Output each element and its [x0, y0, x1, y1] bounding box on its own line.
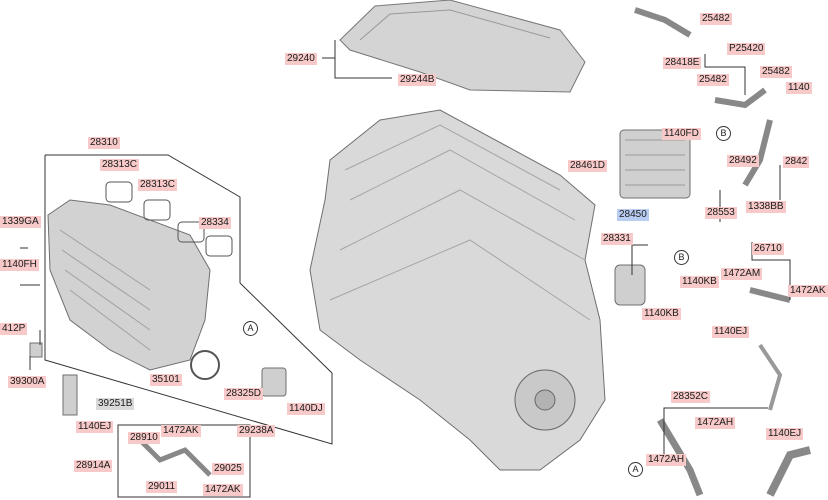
part-label-28450[interactable]: 28450: [617, 209, 649, 221]
part-label-1472AH[interactable]: 1472AH: [646, 454, 687, 466]
part-label-25482[interactable]: 25482: [700, 13, 732, 25]
part-label-1472AK[interactable]: 1472AK: [161, 425, 201, 437]
part-label-1339GA[interactable]: 1339GA: [0, 216, 41, 228]
part-label-29238A[interactable]: 29238A: [237, 425, 276, 437]
egr-cooler: [619, 129, 691, 199]
part-label-28492[interactable]: 28492: [727, 155, 759, 167]
part-label-2842[interactable]: 2842: [783, 156, 810, 168]
part-label-1140[interactable]: 1140: [786, 82, 812, 94]
part-label-28418E[interactable]: 28418E: [663, 57, 702, 69]
part-label-29244B[interactable]: 29244B: [398, 74, 437, 86]
part-label-1140EJ[interactable]: 1140EJ: [766, 428, 804, 440]
part-label-1140KB[interactable]: 1140KB: [680, 276, 719, 288]
callout-a: A: [628, 462, 643, 477]
part-label-29011[interactable]: 29011: [146, 481, 178, 493]
part-label-P25420[interactable]: P25420: [727, 43, 766, 55]
part-label-35101[interactable]: 35101: [150, 374, 182, 386]
part-label-28461D[interactable]: 28461D: [568, 160, 608, 172]
part-label-28352C[interactable]: 28352C: [671, 391, 711, 403]
part-label-1472AM[interactable]: 1472AM: [721, 268, 763, 280]
egr-valve: [614, 264, 646, 306]
part-label-28910[interactable]: 28910: [128, 432, 160, 444]
part-label-1472AH[interactable]: 1472AH: [695, 417, 736, 429]
part-label-29025[interactable]: 29025: [212, 463, 244, 475]
part-label-28310[interactable]: 28310: [88, 137, 120, 149]
part-label-28914A[interactable]: 28914A: [74, 460, 113, 472]
part-label-1140KB[interactable]: 1140KB: [642, 308, 681, 320]
part-label-26710[interactable]: 26710: [752, 243, 784, 255]
part-label-25482[interactable]: 25482: [697, 74, 729, 86]
part-label-39300A[interactable]: 39300A: [8, 376, 47, 388]
callout-b: B: [716, 126, 731, 141]
part-label-1140EJ[interactable]: 1140EJ: [76, 421, 114, 433]
part-label-1140DJ[interactable]: 1140DJ: [287, 403, 325, 415]
diagram-drawing: [20, 0, 811, 498]
part-label-25482[interactable]: 25482: [760, 66, 792, 78]
part-label-1472AK[interactable]: 1472AK: [203, 484, 243, 496]
part-label-1140EJ[interactable]: 1140EJ: [712, 326, 750, 338]
callout-b: B: [674, 250, 689, 265]
part-label-1140FD[interactable]: 1140FD: [662, 128, 701, 140]
part-label-1140FH[interactable]: 1140FH: [0, 259, 39, 271]
part-label-28553[interactable]: 28553: [705, 207, 737, 219]
part-label-29240[interactable]: 29240: [285, 53, 317, 65]
callout-a: A: [243, 321, 258, 336]
part-label-28313C[interactable]: 28313C: [138, 179, 178, 191]
part-label-28334[interactable]: 28334: [199, 217, 231, 229]
engine-cover: [339, 0, 586, 93]
part-label-1472AK[interactable]: 1472AK: [788, 285, 828, 297]
part-label-28331[interactable]: 28331: [601, 233, 633, 245]
part-label-39251B[interactable]: 39251B: [96, 398, 135, 410]
part-label-412P[interactable]: 412P: [0, 323, 28, 335]
part-label-28325D[interactable]: 28325D: [224, 388, 264, 400]
part-label-28313C[interactable]: 28313C: [100, 159, 140, 171]
intake-manifold: [47, 199, 211, 371]
part-label-1338BB[interactable]: 1338BB: [746, 201, 786, 213]
